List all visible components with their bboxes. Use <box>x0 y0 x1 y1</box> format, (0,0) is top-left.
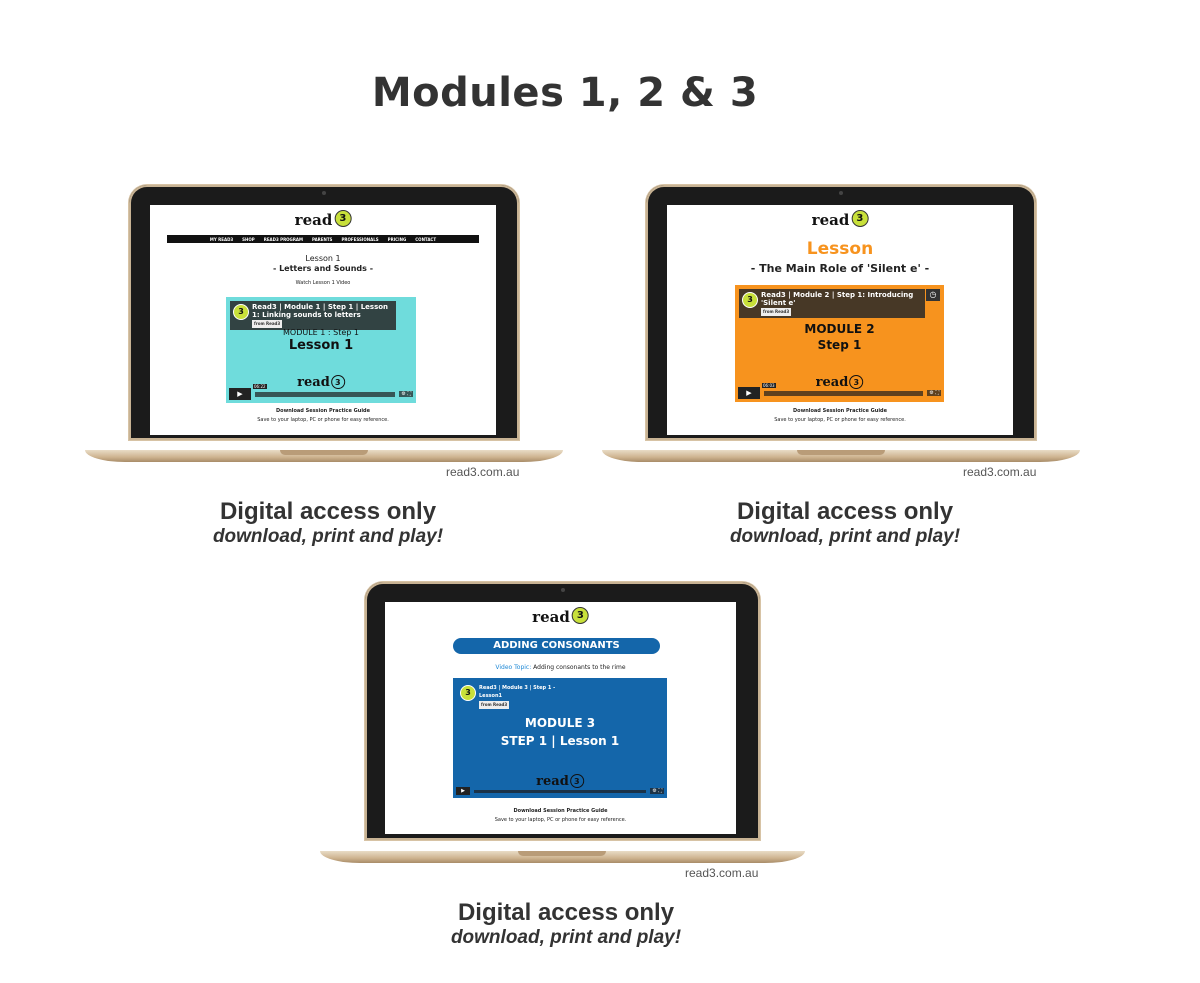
settings-icon[interactable]: ⚙ ⛶ <box>650 788 664 794</box>
nav-item-parents[interactable]: PARENTS <box>312 236 333 242</box>
save-note: Save to your laptop, PC or phone for eas… <box>774 417 906 423</box>
lesson-subheading: - Letters and Sounds - <box>272 264 374 273</box>
channel-avatar-icon: 3 <box>460 685 476 701</box>
play-icon[interactable]: ▶ <box>738 387 760 399</box>
video-player[interactable]: 3 Read3 | Module 3 | Step 1 - Lesson1 fr… <box>453 678 667 798</box>
watch-video-label: Watch Lesson 1 Video <box>295 280 351 286</box>
download-guide-link[interactable]: Download Session Practice Guide <box>792 408 888 414</box>
lesson-heading: Lesson 1 <box>305 254 341 263</box>
lesson-heading: Lesson <box>806 239 874 259</box>
video-topic: Video Topic: Adding consonants to the ri… <box>385 664 736 671</box>
caption-module-3: Digital access only download, print and … <box>406 899 726 949</box>
site-domain: read3.com.au <box>446 465 520 479</box>
video-module-label: MODULE 2 <box>804 322 875 336</box>
save-note: Save to your laptop, PC or phone for eas… <box>494 817 627 823</box>
caption-sub: download, print and play! <box>729 526 961 547</box>
laptop-base <box>320 851 805 863</box>
caption-sub: download, print and play! <box>212 526 444 547</box>
caption-module-2: Digital access only download, print and … <box>685 498 1005 548</box>
channel-avatar-icon: 3 <box>233 304 249 320</box>
download-guide-link[interactable]: Download Session Practice Guide <box>513 808 608 814</box>
video-lesson-label: Step 1 <box>817 338 862 352</box>
video-player[interactable]: 3 Read3 | Module 2 | Step 1: Introducing… <box>735 285 944 402</box>
site-domain: read3.com.au <box>685 866 759 880</box>
page-title: Modules 1, 2 & 3 <box>371 70 759 116</box>
settings-icon[interactable]: ⚙ ⛶ <box>927 390 941 396</box>
nav-item-program[interactable]: READ3 PROGRAM <box>263 236 303 242</box>
video-module-label: MODULE 3 <box>524 716 596 730</box>
caption-module-1: Digital access only download, print and … <box>168 498 488 548</box>
video-progress-track[interactable] <box>474 789 647 793</box>
video-topic-text: Adding consonants to the rime <box>533 664 626 671</box>
caption-sub: download, print and play! <box>450 927 682 948</box>
laptop-notch <box>280 450 368 455</box>
lesson-subheading: - The Main Role of 'Silent e' - <box>750 262 930 275</box>
video-lesson-label: Lesson 1 <box>288 338 354 353</box>
nav-item-shop[interactable]: SHOP <box>242 236 255 242</box>
video-progress-track[interactable]: 06:22 <box>253 383 396 397</box>
laptop-notch <box>518 851 606 856</box>
video-controls: ▶ ⚙ ⛶ <box>456 787 664 795</box>
video-module-label: MODULE 1 : Step 1 <box>283 328 359 337</box>
video-player[interactable]: 3 Read3 | Module 1 | Step 1 | Lesson 1: … <box>226 297 416 403</box>
video-controls: ▶ 06:22 ⚙ ⛶ <box>229 383 413 400</box>
video-title-bar[interactable]: 3 Read3 | Module 2 | Step 1: Introducing… <box>739 289 925 318</box>
caption-main: Digital access only <box>736 498 954 525</box>
laptop-base <box>85 450 563 462</box>
video-title-bar[interactable]: 3 Read3 | Module 1 | Step 1 | Lesson 1: … <box>230 301 396 330</box>
nav-item-pricing[interactable]: PRICING <box>387 236 407 242</box>
laptop-notch <box>797 450 885 455</box>
site-navbar: MY READ3 SHOP READ3 PROGRAM PARENTS PROF… <box>167 235 479 243</box>
caption-main: Digital access only <box>219 498 437 525</box>
video-title-bar[interactable]: 3 Read3 | Module 3 | Step 1 - Lesson1 fr… <box>457 682 563 711</box>
nav-item-contact[interactable]: CONTACT <box>415 236 437 242</box>
save-note: Save to your laptop, PC or phone for eas… <box>257 417 389 423</box>
video-progress-track[interactable]: 06:03 <box>762 382 924 396</box>
clock-icon[interactable]: ◷ <box>926 289 940 301</box>
channel-avatar-icon: 3 <box>742 292 758 308</box>
caption-main: Digital access only <box>457 899 675 926</box>
play-icon[interactable]: ▶ <box>229 388 251 400</box>
laptop-base <box>602 450 1080 462</box>
site-domain: read3.com.au <box>963 465 1037 479</box>
nav-item-my-read3[interactable]: MY READ3 <box>209 236 234 242</box>
play-icon[interactable]: ▶ <box>456 787 470 795</box>
video-lesson-label: STEP 1 | Lesson 1 <box>500 734 620 748</box>
settings-icon[interactable]: ⚙ ⛶ <box>399 391 413 397</box>
section-banner: ADDING CONSONANTS <box>453 638 660 654</box>
video-topic-label: Video Topic: <box>495 664 532 671</box>
video-controls: ▶ 06:03 ⚙ ⛶ <box>738 382 941 399</box>
download-guide-link[interactable]: Download Session Practice Guide <box>275 408 371 414</box>
nav-item-professionals[interactable]: PROFESSIONALS <box>341 236 379 242</box>
